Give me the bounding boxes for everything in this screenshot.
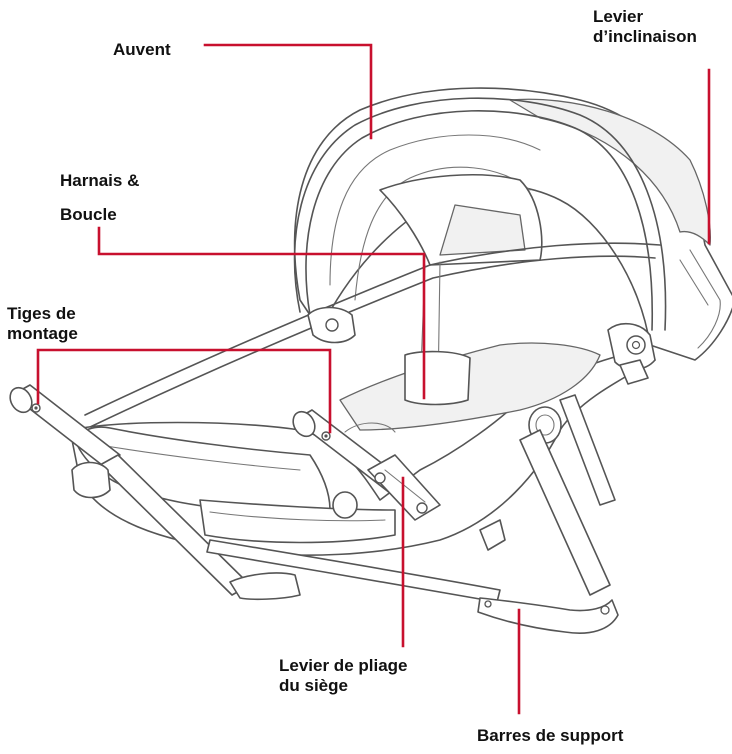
- harness-label-line-1: Harnais &: [60, 171, 140, 190]
- mounting-rods-label-line-2: montage: [7, 324, 78, 343]
- canopy-label-line: Auvent: [113, 40, 171, 59]
- fold-lever-label: Levier de pliage du siège: [279, 656, 408, 696]
- harness-label: Harnais & Boucle: [60, 164, 139, 232]
- recline-lever-label-line-2: d’inclinaison: [593, 27, 697, 46]
- recline-lever-label-line-1: Levier: [593, 7, 644, 26]
- support-bars-drawing: [71, 394, 619, 634]
- fold-lever-label-line-2: du siège: [279, 676, 348, 695]
- fold-lever-label-line-1: Levier de pliage: [279, 656, 408, 675]
- recline-lever-label: Levier d’inclinaison: [593, 7, 697, 47]
- canopy-drawing: [293, 87, 732, 361]
- canopy-label: Auvent: [113, 40, 171, 60]
- leader-lines: [36, 43, 711, 715]
- mounting-rods-label: Tiges de montage: [7, 304, 78, 344]
- leader-harness: [97, 226, 426, 400]
- support-bars-label: Barres de support: [477, 726, 623, 746]
- leader-canopy: [203, 43, 373, 140]
- harness-label-line-2: Boucle: [60, 205, 117, 224]
- leader-mounting-rods: [36, 348, 332, 434]
- mounting-rods-label-line-1: Tiges de: [7, 304, 76, 323]
- recline-hinge-drawing: [307, 306, 656, 385]
- support-bars-label-line: Barres de support: [477, 726, 624, 745]
